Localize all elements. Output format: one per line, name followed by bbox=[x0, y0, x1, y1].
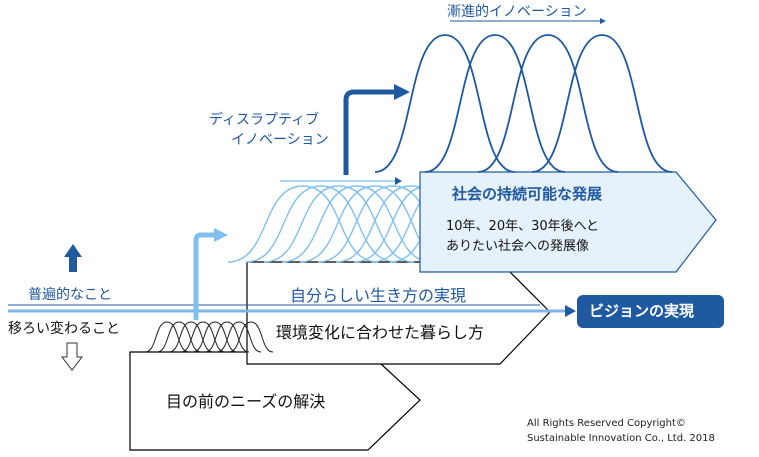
universal-label: 普遍的なこと bbox=[28, 287, 112, 303]
disruptive-label-line1: ディスラプティブ bbox=[209, 112, 320, 128]
self-box bbox=[246, 261, 551, 365]
up-arrow-icon bbox=[64, 244, 82, 272]
small-loop-8 bbox=[228, 321, 274, 353]
light-curve-3 bbox=[263, 185, 415, 263]
light-curve-4 bbox=[281, 185, 433, 263]
dark-curve-3 bbox=[477, 34, 619, 173]
changing-label: 移ろい変わること bbox=[8, 321, 120, 337]
small-loop-5 bbox=[192, 321, 238, 353]
small-loop-1 bbox=[144, 321, 190, 353]
vision-label: ビジョンの実現 bbox=[589, 302, 695, 320]
small-loop-2 bbox=[156, 321, 202, 353]
vision-badge bbox=[577, 295, 724, 328]
dark-curve-1 bbox=[374, 34, 516, 173]
self-box-subtitle: 環境変化に合わせた暮らし方 bbox=[276, 323, 485, 342]
down-arrow-icon bbox=[60, 342, 84, 371]
copyright-line1: All Rights Reserved Copyright© bbox=[527, 418, 686, 429]
light-curve-1 bbox=[227, 185, 379, 263]
society-box-line2: ありたい社会への発展像 bbox=[446, 239, 590, 254]
incremental-label: 漸進的イノベーション bbox=[447, 4, 587, 20]
disruptive-arrow bbox=[343, 89, 395, 175]
copyright-line2: Sustainable Innovation Co., Ltd. 2018 bbox=[527, 433, 715, 444]
universal-line-arrowhead bbox=[565, 305, 576, 317]
society-box-title: 社会の持続可能な発展 bbox=[452, 185, 603, 203]
small-loop-4 bbox=[180, 321, 226, 353]
light-curve-2 bbox=[245, 185, 397, 263]
needs-box-title: 目の前のニーズの解決 bbox=[166, 392, 326, 411]
society-box-line1: 10年、20年、30年後へと bbox=[446, 219, 599, 234]
society-box bbox=[419, 171, 717, 273]
small-loop-6 bbox=[204, 321, 250, 353]
disruptive-label-line2: イノベーション bbox=[231, 132, 329, 148]
small-loop-curves bbox=[144, 321, 274, 353]
dark-blue-curves bbox=[374, 34, 673, 173]
small-loop-7 bbox=[216, 321, 262, 353]
light-transition-arrow bbox=[193, 232, 215, 320]
dark-curve-4 bbox=[531, 34, 673, 173]
dark-curve-2 bbox=[424, 34, 566, 173]
small-loop-3 bbox=[168, 321, 214, 353]
self-box-title: 自分らしい生き方の実現 bbox=[290, 286, 467, 305]
